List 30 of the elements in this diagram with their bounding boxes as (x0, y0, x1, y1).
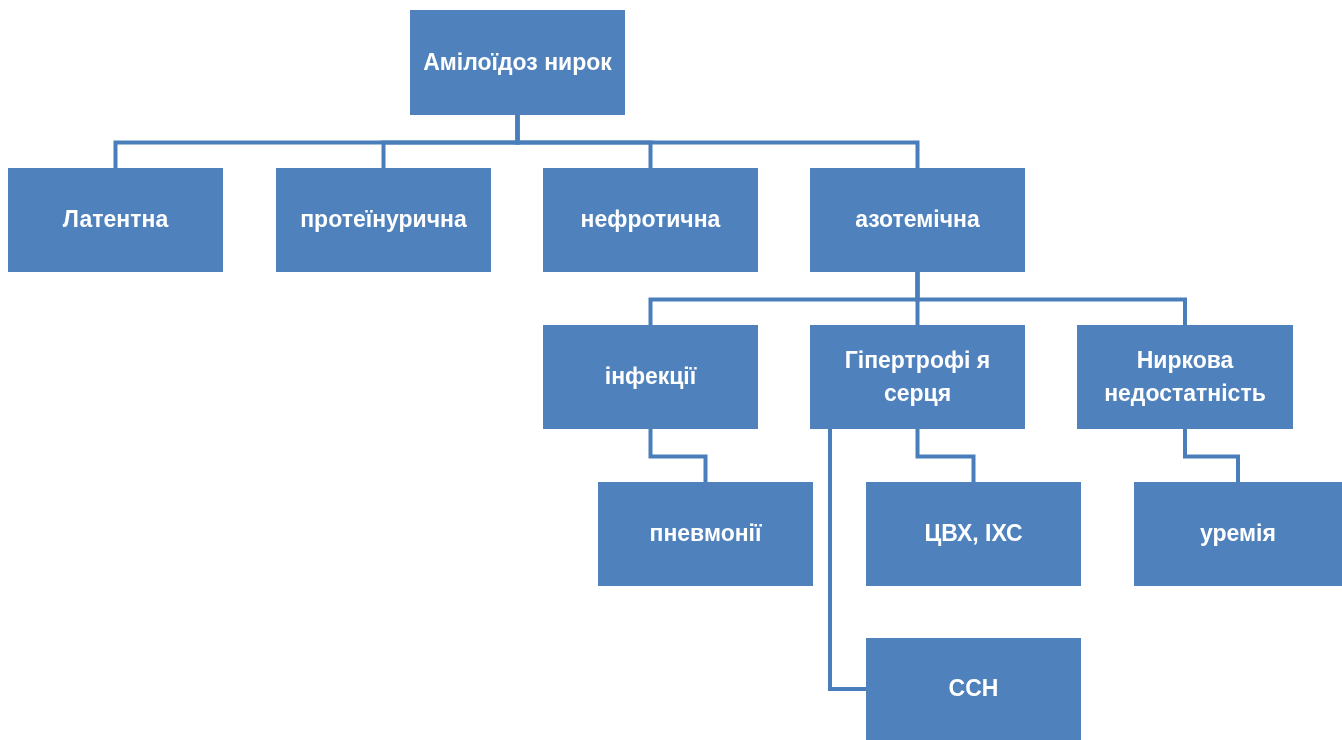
box-label: уремія (1200, 519, 1276, 549)
connector-line (515, 115, 920, 168)
connector-line (828, 429, 866, 691)
box-label: пневмонії (649, 519, 762, 549)
connector-line (1183, 429, 1240, 482)
connector-line (915, 272, 1187, 325)
box-label: азотемічна (855, 205, 980, 235)
category-box (543, 168, 758, 272)
category-box (410, 10, 625, 115)
box-label: Ниркова недостатність (1103, 345, 1267, 408)
connector-line (915, 429, 976, 482)
category-box (276, 168, 491, 272)
category-box (866, 482, 1081, 586)
category-box (810, 325, 1025, 429)
category-box (543, 325, 758, 429)
box-label: Амілоїдоз нирок (423, 47, 612, 77)
category-box (598, 482, 813, 586)
box-label: нефротична (580, 205, 721, 235)
box-label: протеїнурична (300, 205, 467, 235)
category-box (1134, 482, 1342, 586)
box-label: ЦВХ, ІХС (924, 519, 1023, 549)
connector-line (648, 429, 708, 482)
box-label: інфекції (604, 362, 697, 392)
box-label: Гіпертрофі я серця (843, 345, 992, 408)
box-label: Латентна (62, 205, 169, 235)
category-box (810, 168, 1025, 272)
category-box (866, 638, 1081, 740)
box-label: ССН (948, 674, 999, 704)
category-box (8, 168, 223, 272)
category-box (1077, 325, 1293, 429)
